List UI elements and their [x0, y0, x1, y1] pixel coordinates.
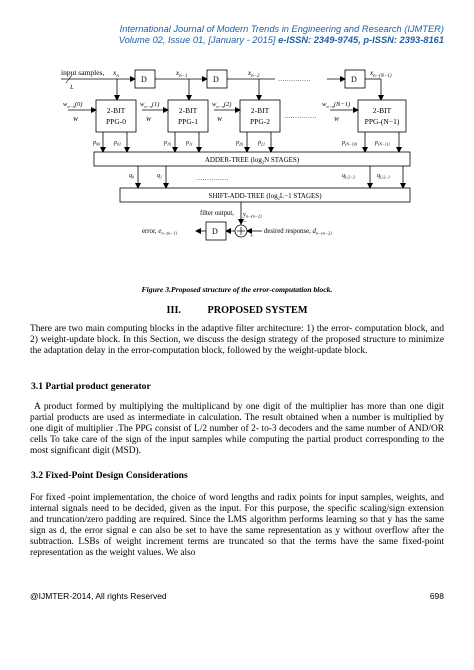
- footer-copyright: @IJMTER-2014, All rights Reserved: [30, 591, 167, 601]
- pp-label-20: p20: [235, 140, 243, 147]
- ppg-title-1: 2-BIT: [179, 106, 198, 115]
- input-x-symbol: xn: [112, 68, 119, 79]
- x-label-3: xn−(N−1): [369, 69, 392, 79]
- ppg-name-1: PPG-1: [178, 117, 198, 126]
- error-computation-block-diagram: input samples, xn L D xn−1 D xn−2 …………… …: [61, 68, 411, 241]
- input-width-label: L: [69, 84, 74, 91]
- section-heading: III. PROPOSED SYSTEM: [0, 305, 474, 316]
- pp-label-n0: p(N−1)0: [341, 140, 357, 147]
- weight-width-3: W: [334, 117, 340, 123]
- pp-label-01: p01: [113, 140, 121, 147]
- weight-width-2: W: [217, 117, 223, 123]
- filter-output-label: filter output,: [200, 210, 234, 217]
- journal-title: International Journal of Modern Trends i…: [119, 24, 444, 34]
- subsection-3-1-paragraph: A product formed by multiplying the mult…: [30, 402, 444, 457]
- delay-label-2: D: [213, 75, 219, 84]
- input-samples-label: input samples,: [61, 68, 104, 77]
- pp-label-11: p11: [185, 140, 193, 147]
- q-label-l2: qL/2−2: [342, 173, 355, 180]
- q-label-l1: qL/2−1: [377, 173, 390, 180]
- x-label-2: xn−2: [247, 69, 260, 79]
- subsection-heading-3-2: 3.2 Fixed-Point Design Considerations: [31, 470, 188, 481]
- error-delay-label: D: [212, 227, 218, 236]
- journal-issn: e-ISSN: 2349-9745, p-ISSN: 2393-8161: [278, 35, 444, 45]
- y-label: yn−(n−2): [242, 211, 262, 219]
- error-label: error, en−(n−1): [142, 228, 178, 236]
- pp-label-00: p00: [92, 140, 100, 147]
- section-number: III.: [166, 305, 181, 316]
- weight-label-2: wn−n(2): [212, 101, 231, 109]
- ppg-block-0: [95, 99, 137, 133]
- x-label-1: xn−1: [175, 69, 187, 79]
- pp-label-n1: p(N−1)1: [374, 140, 390, 147]
- adder-tree-label: ADDER-TREE (log2N STAGES): [205, 156, 300, 165]
- weight-width-1: W: [146, 117, 152, 123]
- ppg-block-n-1: [357, 99, 407, 133]
- shift-add-tree-block: [119, 187, 411, 203]
- q-label-1: q1: [157, 173, 162, 180]
- weight-label-1: wn−n(1): [140, 101, 159, 109]
- pp-label-21: p21: [257, 140, 265, 147]
- page-number: 698: [429, 591, 444, 601]
- section-intro-paragraph: There are two main computing blocks in t…: [30, 324, 444, 357]
- figure-caption: Figure 3.Proposed structure of the error…: [141, 285, 333, 294]
- journal-volume: Volume 02, Issue 01, [January - 2015]: [118, 35, 276, 45]
- subsection-heading-3-1: 3.1 Partial product generator: [31, 381, 151, 392]
- q-ellipsis: ……………: [196, 175, 229, 182]
- delay-label-1: D: [141, 75, 147, 84]
- journal-header: International Journal of Modern Trends i…: [24, 24, 444, 46]
- delay-label-3: D: [351, 75, 357, 84]
- pp-label-10: p10: [163, 140, 171, 147]
- journal-issue: Volume 02, Issue 01, [January - 2015] e-…: [24, 35, 444, 46]
- ppg-title-0: 2-BIT: [107, 106, 126, 115]
- sum-minus-sign: −: [243, 219, 247, 226]
- desired-response-label: desired response, dn−(n−2): [264, 228, 332, 236]
- ppg-block-1: [167, 99, 209, 133]
- subsection-3-2-paragraph: For fixed -point implementation, the cho…: [30, 493, 444, 559]
- ppg-ellipsis: ……………: [284, 113, 317, 120]
- section-title: PROPOSED SYSTEM: [207, 305, 308, 316]
- weight-label-0: wn−n(0): [63, 101, 82, 109]
- ppg-name-2: PPG-2: [250, 117, 270, 126]
- ppg-block-2: [239, 99, 281, 133]
- weight-label-3: wn−n(N−1): [322, 101, 350, 109]
- sum-plus-sign: +: [250, 233, 254, 240]
- q-label-0: q0: [129, 173, 134, 180]
- ppg-name-0: PPG-0: [106, 117, 126, 126]
- weight-width-0: W: [73, 117, 79, 123]
- ppg-name-3: PPG-(N−1): [365, 117, 400, 126]
- shift-add-tree-label: SHIFT-ADD-TREE (log2L−1 STAGES): [208, 192, 322, 201]
- delay-chain-ellipsis: ……………: [278, 76, 311, 83]
- ppg-title-3: 2-BIT: [373, 106, 392, 115]
- adder-tree-block: [93, 151, 411, 167]
- page-footer: @IJMTER-2014, All rights Reserved 698: [30, 591, 444, 601]
- ppg-title-2: 2-BIT: [251, 106, 270, 115]
